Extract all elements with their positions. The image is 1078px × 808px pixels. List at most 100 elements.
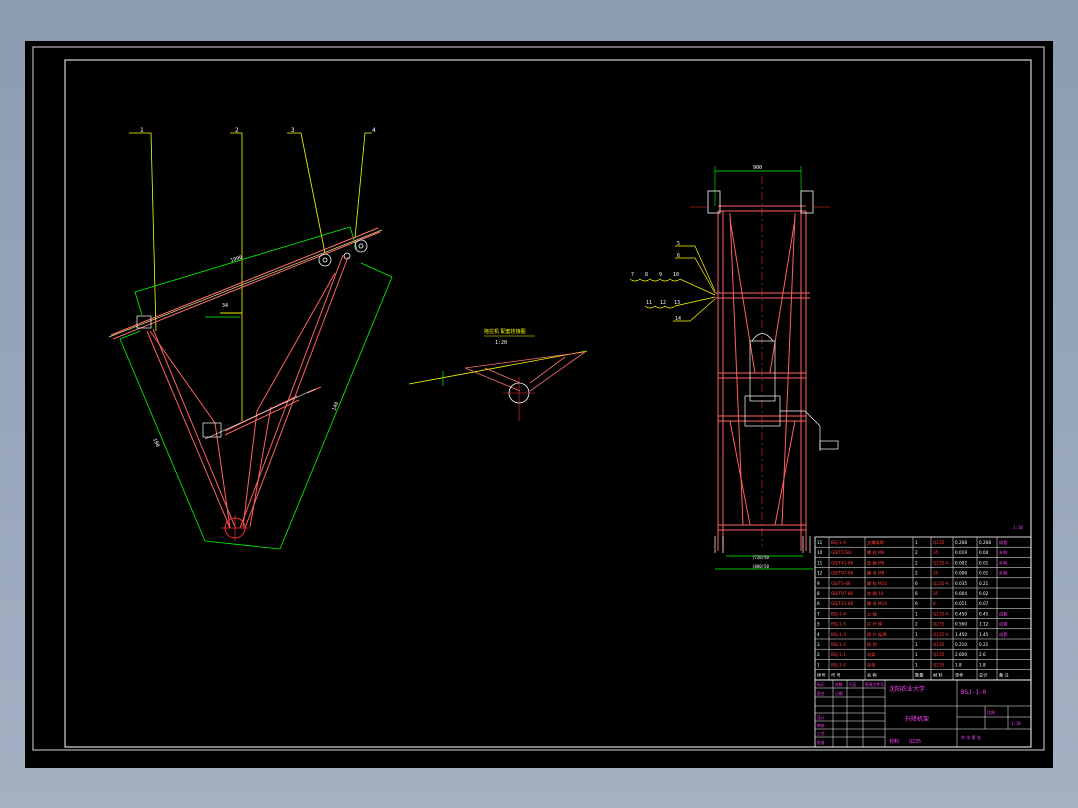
balloon-14: 14 bbox=[675, 316, 681, 322]
bom-cell-name: 上 轴 bbox=[867, 610, 877, 617]
bom-cell-no: 3 bbox=[817, 642, 820, 647]
bom-cell-qty: 6 bbox=[915, 591, 918, 596]
bom-cell-mat: 35 bbox=[933, 550, 939, 555]
bom-cell-code: GB/T5-86 bbox=[831, 581, 851, 586]
bom-cell-code: BSJ-1-1 bbox=[831, 652, 846, 657]
bom-cell-name: 垫 圈 M8 bbox=[867, 559, 885, 566]
bom-cell-no: 8 bbox=[817, 591, 820, 596]
scale-value: 1:10 bbox=[1011, 721, 1021, 726]
bom-cell-w1: 1.8 bbox=[955, 662, 962, 667]
bom-cell-qty: 1 bbox=[915, 662, 918, 667]
balloon-12: 12 bbox=[660, 300, 666, 306]
bom-cell-w2: 0.02 bbox=[979, 591, 989, 596]
part-name: 升降机架 bbox=[905, 715, 929, 723]
dim-side-left: 190 bbox=[151, 437, 160, 448]
bom-cell-w1: 0.035 bbox=[955, 581, 967, 586]
bom-cell-w1: 0.450 bbox=[955, 611, 967, 616]
dim-front-bottom-1: (720)50 bbox=[752, 555, 769, 560]
title-block-label: 日期 bbox=[835, 691, 843, 696]
bom-cell-w1: 0.208 bbox=[955, 540, 967, 545]
bom-cell-qty: 2 bbox=[915, 571, 918, 576]
title-block-label: 分区 bbox=[849, 682, 857, 687]
bom-cell-qty: 1 bbox=[915, 632, 918, 637]
bom-header-cell: 数量 bbox=[915, 672, 923, 679]
bom-cell-code: BSJ-1-3 bbox=[831, 632, 846, 637]
bom-cell-code: BSJ-1-0 bbox=[831, 662, 846, 667]
front-view: 900 bbox=[629, 165, 839, 570]
bom-header-cell: 代 号 bbox=[831, 672, 841, 679]
detail-view: 拖拉机 配套挂接图 1:20 bbox=[408, 328, 588, 421]
bom-cell-w1: 0.019 bbox=[955, 550, 967, 555]
bom-cell-no: 9 bbox=[817, 581, 820, 586]
bom-cell-no: 10 bbox=[817, 550, 823, 555]
balloon-6: 6 bbox=[677, 253, 680, 259]
bom-cell-name: 螺 栓 M10 bbox=[867, 580, 887, 587]
bom-cell-note: 成套 bbox=[999, 631, 1008, 638]
bom-cell-note: 外购 bbox=[999, 549, 1007, 556]
title-block-label: 更改文件号 bbox=[865, 682, 884, 687]
balloon-4: 4 bbox=[372, 127, 376, 134]
bom-cell-name: 支撑架焊 bbox=[867, 539, 885, 546]
bom-cell-w2: 1.45 bbox=[979, 632, 989, 637]
title-block-label: 批准 bbox=[817, 740, 825, 745]
balloon-10: 10 bbox=[673, 272, 679, 278]
bom-header-cell: 总计 bbox=[979, 672, 987, 679]
bom-cell-w2: 0.45 bbox=[979, 611, 989, 616]
balloon-11: 11 bbox=[646, 300, 652, 306]
bom-cell-qty: 1 bbox=[915, 540, 918, 545]
bom-cell-code: GB/T41-86 bbox=[831, 601, 854, 606]
bom-cell-mat: 8 bbox=[933, 601, 936, 606]
sheet-mark: 1:10 bbox=[1013, 525, 1023, 530]
bom-cell-name: 摇 把 bbox=[867, 641, 878, 648]
balloon-5: 5 bbox=[677, 241, 680, 247]
bom-cell-mat: Q235-A bbox=[933, 611, 949, 616]
bom-cell-mat: Q235-A bbox=[933, 560, 949, 565]
dim-side-right: 140 bbox=[331, 401, 340, 412]
bom-cell-code: GB/T41-86 bbox=[831, 560, 854, 565]
title-block-label: 签名 bbox=[817, 691, 825, 696]
bom-cell-w1: 0.002 bbox=[955, 560, 967, 565]
bom-header-cell: 备 注 bbox=[999, 672, 1010, 679]
bom-cell-code: BSJ-1-4 bbox=[831, 611, 846, 616]
bom-cell-name: 拉 杆 焊 bbox=[867, 621, 883, 628]
bom-header-cell: 材 料 bbox=[933, 672, 944, 679]
bom-cell-qty: 6 bbox=[915, 581, 918, 586]
bom-cell-w1: 0.006 bbox=[955, 571, 967, 576]
bom-cell-mat: Q235-A bbox=[933, 632, 949, 637]
bom-cell-qty: 6 bbox=[915, 601, 918, 606]
title-block: 沈阳农业大学 BSJ-1-0 升降机架 材料: Q235 比例 1:10 共 张… bbox=[814, 679, 1032, 748]
bom-cell-no: 11 bbox=[817, 540, 823, 545]
bom-cell-mat: Q235 bbox=[933, 652, 945, 657]
bom-cell-qty: 1 bbox=[915, 611, 918, 616]
title-block-label: 审核 bbox=[817, 723, 825, 728]
bom-cell-w1: 0.011 bbox=[955, 601, 967, 606]
org-name: 沈阳农业大学 bbox=[889, 685, 925, 693]
dim-angle: 34 bbox=[222, 303, 228, 309]
bom-cell-qty: 2 bbox=[915, 622, 918, 627]
drawing-sheet: 1 2 3 4 1990 190 140 34 bbox=[25, 41, 1053, 768]
balloon-8: 8 bbox=[645, 272, 648, 278]
bom-cell-w2: 1.8 bbox=[979, 662, 986, 667]
bom-cell-no: 7 bbox=[817, 611, 820, 616]
bom-cell-mat: 35 bbox=[933, 571, 939, 576]
bom-cell-w2: 0.21 bbox=[979, 642, 989, 647]
bom-cell-no: 2 bbox=[817, 652, 820, 657]
scale-label: 比例 bbox=[987, 709, 995, 715]
balloon-1: 1 bbox=[140, 127, 144, 134]
bom-cell-w1: 1.450 bbox=[955, 632, 967, 637]
bom-cell-name: 螺 母 M10 bbox=[867, 600, 887, 607]
bom-cell-name: 挂架 bbox=[867, 661, 875, 668]
bom-cell-w1: 0.560 bbox=[955, 622, 967, 627]
bom-cell-no: 4 bbox=[817, 632, 820, 637]
dim-side-top: 1990 bbox=[230, 255, 243, 264]
detail-scale: 1:20 bbox=[495, 340, 507, 346]
bom-cell-mat: 35 bbox=[933, 591, 939, 596]
bom-cell-mat: Q235-A bbox=[933, 581, 949, 586]
balloon-2: 2 bbox=[235, 127, 239, 134]
bom-cell-qty: 1 bbox=[915, 652, 918, 657]
title-block-label: 工艺 bbox=[817, 731, 825, 736]
outer-border bbox=[32, 46, 1045, 751]
balloon-3: 3 bbox=[291, 127, 295, 134]
bom-cell-w1: 0.004 bbox=[955, 591, 967, 596]
bom-cell-w2: 0.21 bbox=[979, 581, 989, 586]
